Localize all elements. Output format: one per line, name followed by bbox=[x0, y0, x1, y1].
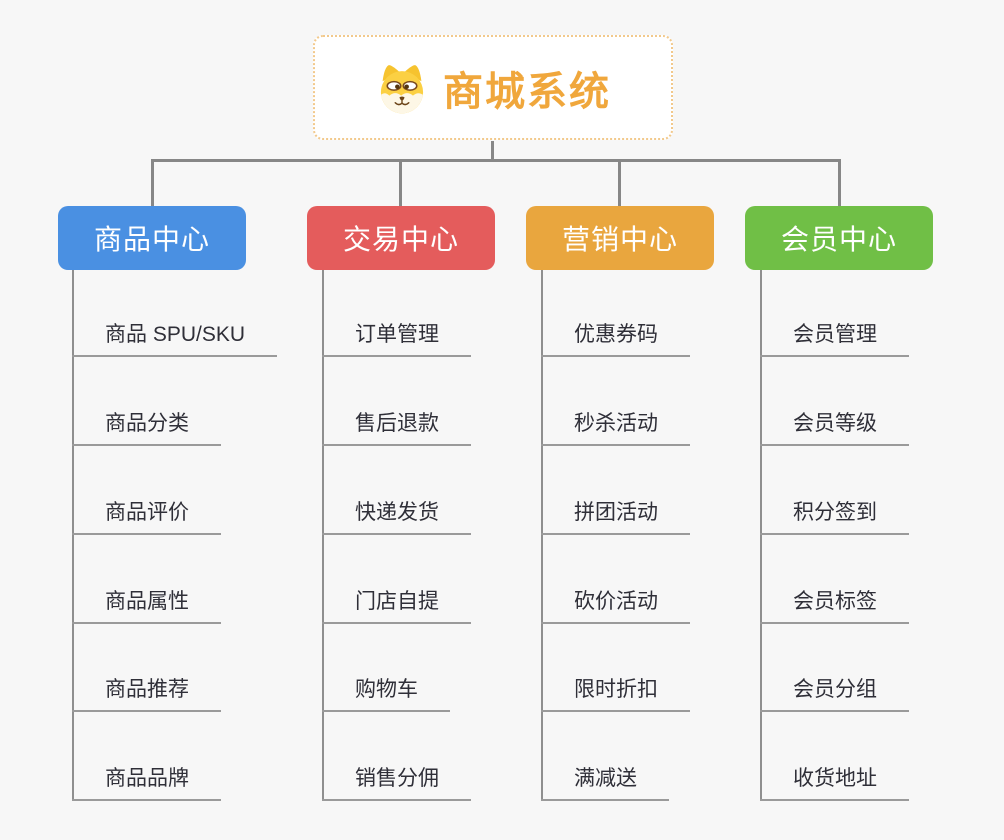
leaf-node[interactable]: 商品评价 bbox=[72, 499, 221, 535]
branch-node-marketing[interactable]: 营销中心 bbox=[526, 206, 714, 270]
branch-column-members: 会员管理 会员等级 积分签到 会员标签 会员分组 收货地址 bbox=[760, 270, 1004, 801]
leaf-node[interactable]: 快递发货 bbox=[322, 499, 471, 535]
connector-drop-products bbox=[151, 159, 154, 207]
branch-node-products[interactable]: 商品中心 bbox=[58, 206, 246, 270]
leaf-node[interactable]: 商品品牌 bbox=[72, 765, 221, 801]
leaf-node[interactable]: 限时折扣 bbox=[541, 676, 690, 712]
leaf-node[interactable]: 商品推荐 bbox=[72, 676, 221, 712]
leaf-node[interactable]: 门店自提 bbox=[322, 588, 471, 624]
dog-face-icon bbox=[380, 64, 424, 113]
connector-trunk bbox=[72, 270, 74, 801]
leaf-node[interactable]: 购物车 bbox=[322, 676, 450, 712]
connector-trunk bbox=[760, 270, 762, 801]
leaf-node[interactable]: 销售分佣 bbox=[322, 765, 471, 801]
root-node[interactable]: 商城系统 bbox=[313, 35, 673, 140]
leaf-node[interactable]: 商品 SPU/SKU bbox=[72, 321, 278, 357]
leaf-node[interactable]: 商品分类 bbox=[72, 410, 221, 446]
connector-drop-members bbox=[838, 159, 841, 207]
leaf-node[interactable]: 秒杀活动 bbox=[541, 410, 690, 446]
leaf-node[interactable]: 砍价活动 bbox=[541, 588, 690, 624]
connector-drop-marketing bbox=[618, 159, 621, 207]
connector-trunk bbox=[322, 270, 324, 801]
leaf-node[interactable]: 售后退款 bbox=[322, 410, 471, 446]
connector-horizontal bbox=[151, 159, 841, 162]
connector-trunk bbox=[541, 270, 543, 801]
leaf-node[interactable]: 积分签到 bbox=[760, 499, 909, 535]
leaf-node[interactable]: 会员标签 bbox=[760, 588, 909, 624]
connector-drop-trade bbox=[399, 159, 402, 207]
branch-column-products: 商品 SPU/SKU 商品分类 商品评价 商品属性 商品推荐 商品品牌 bbox=[72, 270, 332, 801]
leaf-node[interactable]: 收货地址 bbox=[760, 765, 909, 801]
leaf-node[interactable]: 商品属性 bbox=[72, 588, 221, 624]
branch-node-members[interactable]: 会员中心 bbox=[745, 206, 933, 270]
leaf-node[interactable]: 拼团活动 bbox=[541, 499, 690, 535]
branch-node-trade[interactable]: 交易中心 bbox=[307, 206, 495, 270]
leaf-node[interactable]: 订单管理 bbox=[322, 321, 471, 357]
root-title: 商城系统 bbox=[443, 69, 611, 114]
leaf-node[interactable]: 优惠券码 bbox=[541, 321, 690, 357]
leaf-node[interactable]: 会员管理 bbox=[760, 321, 909, 357]
connector-root-stem bbox=[491, 141, 494, 161]
leaf-node[interactable]: 满减送 bbox=[541, 765, 669, 801]
leaf-node[interactable]: 会员等级 bbox=[760, 410, 909, 446]
branch-column-trade: 订单管理 售后退款 快递发货 门店自提 购物车 销售分佣 bbox=[322, 270, 582, 801]
leaf-node[interactable]: 会员分组 bbox=[760, 676, 909, 712]
branch-column-marketing: 优惠券码 秒杀活动 拼团活动 砍价活动 限时折扣 满减送 bbox=[541, 270, 801, 801]
